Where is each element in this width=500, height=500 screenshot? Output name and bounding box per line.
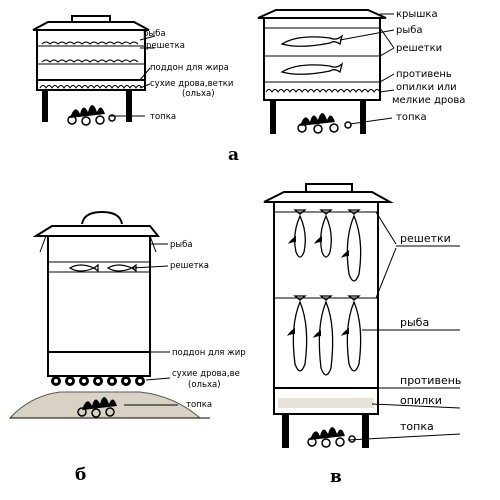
fire-icon xyxy=(77,397,117,418)
label-fish: рыба xyxy=(396,25,423,36)
fish-icon xyxy=(341,209,362,282)
fire-icon xyxy=(307,427,356,448)
lid-shape xyxy=(263,191,394,203)
diagram-a-left-smoker xyxy=(32,15,156,126)
lid-shape xyxy=(32,225,161,237)
wood-logs-icon xyxy=(51,376,145,386)
leg-shape xyxy=(42,90,48,122)
leg-shape xyxy=(282,414,289,448)
diagram-b-labels: рыба решетка поддон для жир сухие дрова,… xyxy=(170,240,246,410)
label-lid: крышка xyxy=(396,9,438,20)
diagram-b-smoker xyxy=(8,210,210,419)
leg-shape xyxy=(126,90,132,122)
fire-icon xyxy=(67,105,116,126)
fish-icon xyxy=(314,209,333,258)
label-grate: решетка xyxy=(170,261,209,271)
diagram-a-right-labels: крышка рыба решетки противень опилки или… xyxy=(392,9,465,123)
label-firebox: топка xyxy=(400,420,434,433)
fish-icon xyxy=(106,263,137,273)
label-grates: решетки xyxy=(400,232,451,245)
caption-b: б xyxy=(75,465,86,485)
fish-row-shape xyxy=(41,59,139,63)
label-firebox: топка xyxy=(186,400,212,410)
label-firebox: топка xyxy=(150,112,176,122)
leg-shape xyxy=(270,100,276,134)
lid-handle-shape xyxy=(305,183,353,192)
leader-lines xyxy=(110,35,156,117)
label-grates: решетки xyxy=(396,43,442,54)
label-small-wood: мелкие дрова xyxy=(392,95,465,106)
leader-lines xyxy=(124,243,178,406)
fish-icon xyxy=(341,295,362,372)
label-fish: рыба xyxy=(170,240,193,250)
sawdust-shape xyxy=(278,398,374,408)
diagram-c-smoker xyxy=(263,183,461,448)
lid-handle-shape xyxy=(81,210,123,225)
label-sawdust: опилки или xyxy=(396,82,457,93)
label-sawdust: опилки xyxy=(400,394,442,407)
label-dry-wood: сухие дрова,ветки xyxy=(150,79,233,89)
leg-shape xyxy=(360,100,366,134)
fish-row-shape xyxy=(41,41,139,45)
fish-icon xyxy=(68,263,99,273)
fish-icon xyxy=(280,62,344,75)
fish-icon xyxy=(280,34,344,47)
leader-lines xyxy=(339,13,395,125)
label-fish: рыба xyxy=(400,316,429,329)
label-tray: противень xyxy=(400,374,461,387)
body-shape xyxy=(263,17,381,101)
label-grease-tray: поддон для жира xyxy=(150,63,229,73)
leg-shape xyxy=(362,414,369,448)
wood-chips-shape xyxy=(265,89,381,93)
label-firebox: топка xyxy=(396,112,427,123)
wood-chips-shape xyxy=(39,85,143,89)
barrel-body-shape xyxy=(47,235,151,377)
diagram-a-left-labels: рыба решетка поддон для жира сухие дрова… xyxy=(143,29,233,122)
lid-shape xyxy=(257,9,387,19)
leader-lines xyxy=(347,211,461,441)
label-dry-wood: сухие дрова,ве xyxy=(172,369,240,379)
fish-icon xyxy=(313,295,334,376)
label-tray: противень xyxy=(396,69,452,80)
label-dry-wood-2: (ольха) xyxy=(182,89,215,99)
caption-c: в xyxy=(330,467,342,487)
cabinet-body-shape xyxy=(273,201,379,415)
fire-icon xyxy=(297,113,352,134)
fish-icon xyxy=(288,209,307,258)
label-grate: решетка xyxy=(146,41,185,51)
label-grease-tray: поддон для жир xyxy=(172,348,246,358)
caption-a: а xyxy=(228,145,239,165)
fish-icon xyxy=(287,295,308,372)
wire-hanger-shape xyxy=(39,235,157,253)
lid-shape xyxy=(32,21,150,31)
lid-handle-shape xyxy=(71,15,111,22)
diagram-a-right-smoker xyxy=(257,9,395,134)
diagram-c-labels: решетки рыба противень опилки топка xyxy=(400,232,461,433)
body-shape xyxy=(36,29,146,91)
label-fish: рыба xyxy=(143,29,166,39)
label-dry-wood-2: (ольха) xyxy=(188,380,221,390)
